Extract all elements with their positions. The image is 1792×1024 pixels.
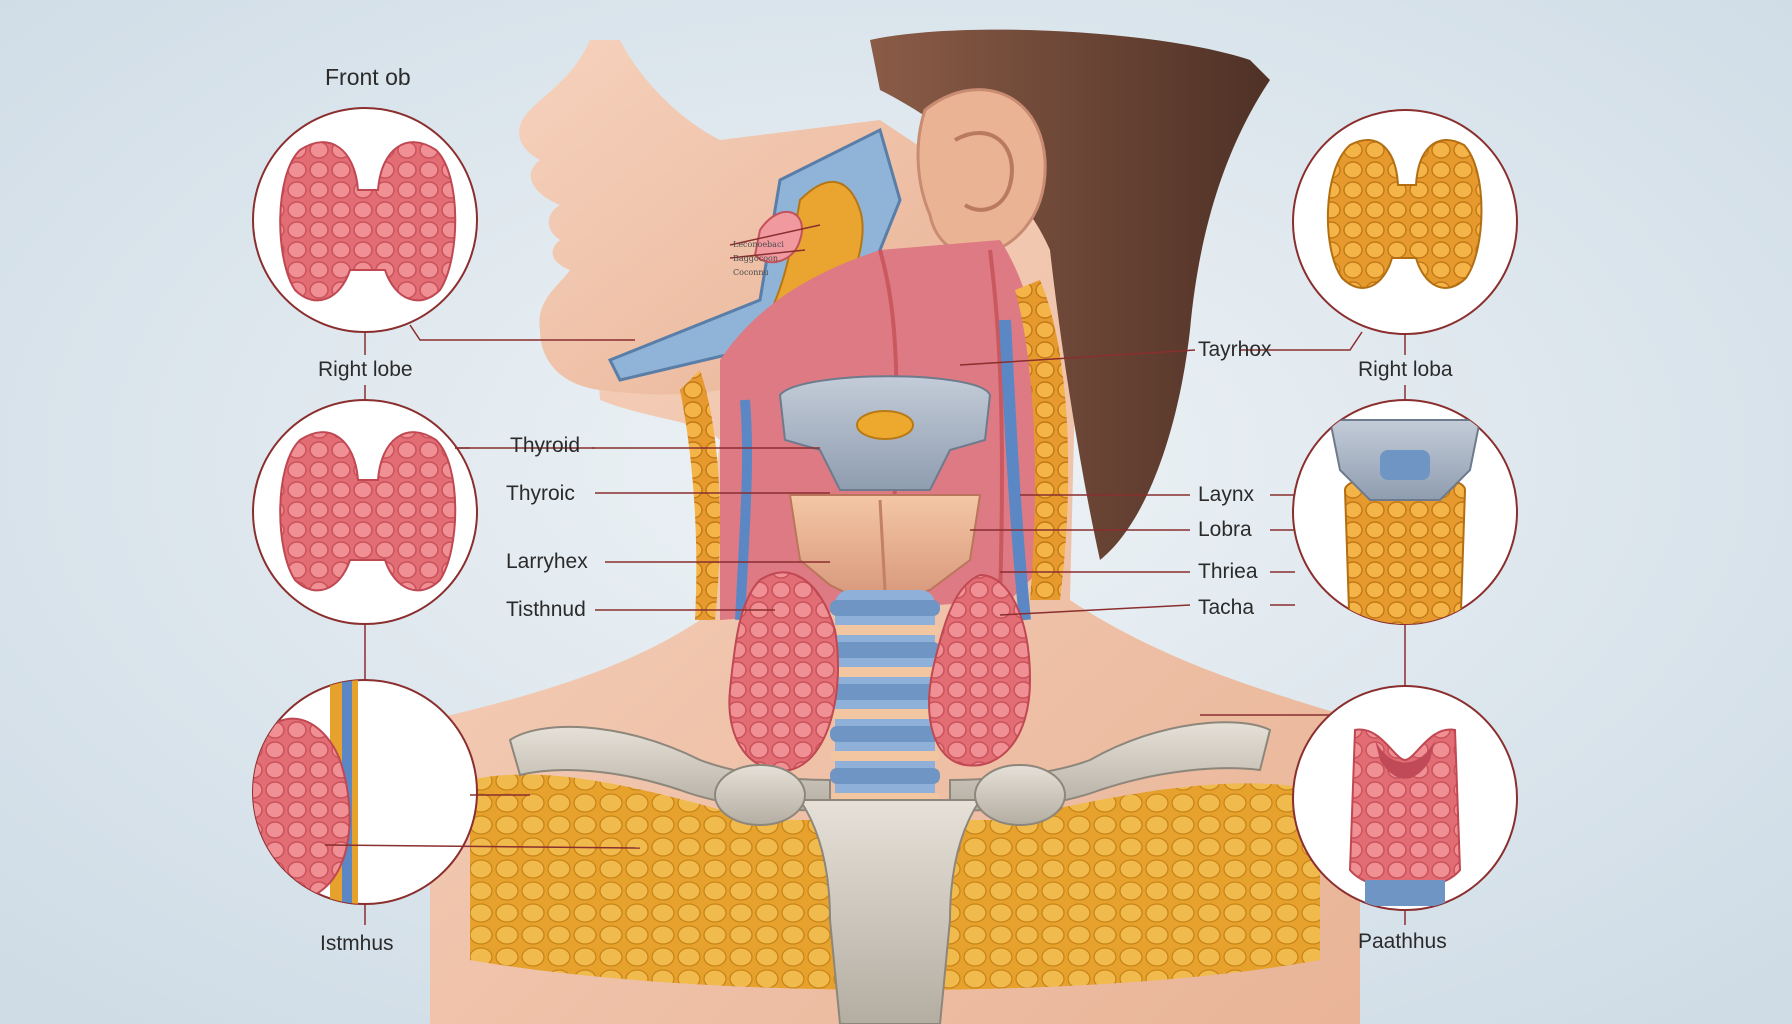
fat-strip-left	[680, 370, 720, 620]
thyroid-left-lobe	[728, 571, 839, 772]
vessel-blue	[999, 319, 1031, 621]
label-small-3: Coconnu	[733, 268, 769, 277]
trachea	[830, 590, 940, 820]
inset-circle-front-ob	[252, 107, 478, 333]
inset-circle-paathhus	[1292, 685, 1518, 911]
label-laynx: Laynx	[1198, 483, 1255, 506]
label-thyroic: Thyroic	[506, 482, 575, 505]
label-tacha: Tacha	[1198, 596, 1255, 619]
hair	[870, 29, 1270, 561]
inset-circle-istmhus	[252, 679, 478, 905]
leader-lines	[324, 224, 1406, 925]
label-right-lobe: Right lobe	[318, 358, 413, 381]
vessel-blue	[735, 399, 753, 621]
inset-circle-right-loba	[1292, 109, 1518, 335]
label-lobra: Lobra	[1198, 518, 1252, 541]
sternum	[798, 799, 982, 1024]
label-larryhex: Larryhex	[506, 550, 588, 573]
thyroid-inset-shape	[279, 141, 457, 302]
thyroid-right-lobe	[928, 573, 1032, 767]
fat-strip-right	[1015, 280, 1069, 600]
thyroid-inset-shape	[279, 431, 457, 592]
label-paathhus: Paathhus	[1358, 930, 1447, 953]
label-tayrhox: Tayrhox	[1198, 338, 1272, 361]
inset-circle-right-lobe	[252, 399, 478, 625]
label-thyroid: Thyroid	[510, 434, 581, 457]
label-thriea: Thriea	[1198, 560, 1258, 583]
label-right-loba: Right loba	[1358, 358, 1453, 381]
inset-circle-laynx	[1292, 399, 1518, 625]
label-tisthnud: Tisthnud	[506, 598, 586, 621]
label-istmhus: Istmhus	[320, 932, 394, 955]
label-small-1: Leconoebaci	[733, 240, 784, 249]
label-small-2: Baggocoon	[733, 254, 778, 263]
orange-thyroid-inset	[1326, 139, 1483, 289]
label-front-ob: Front ob	[325, 64, 411, 90]
